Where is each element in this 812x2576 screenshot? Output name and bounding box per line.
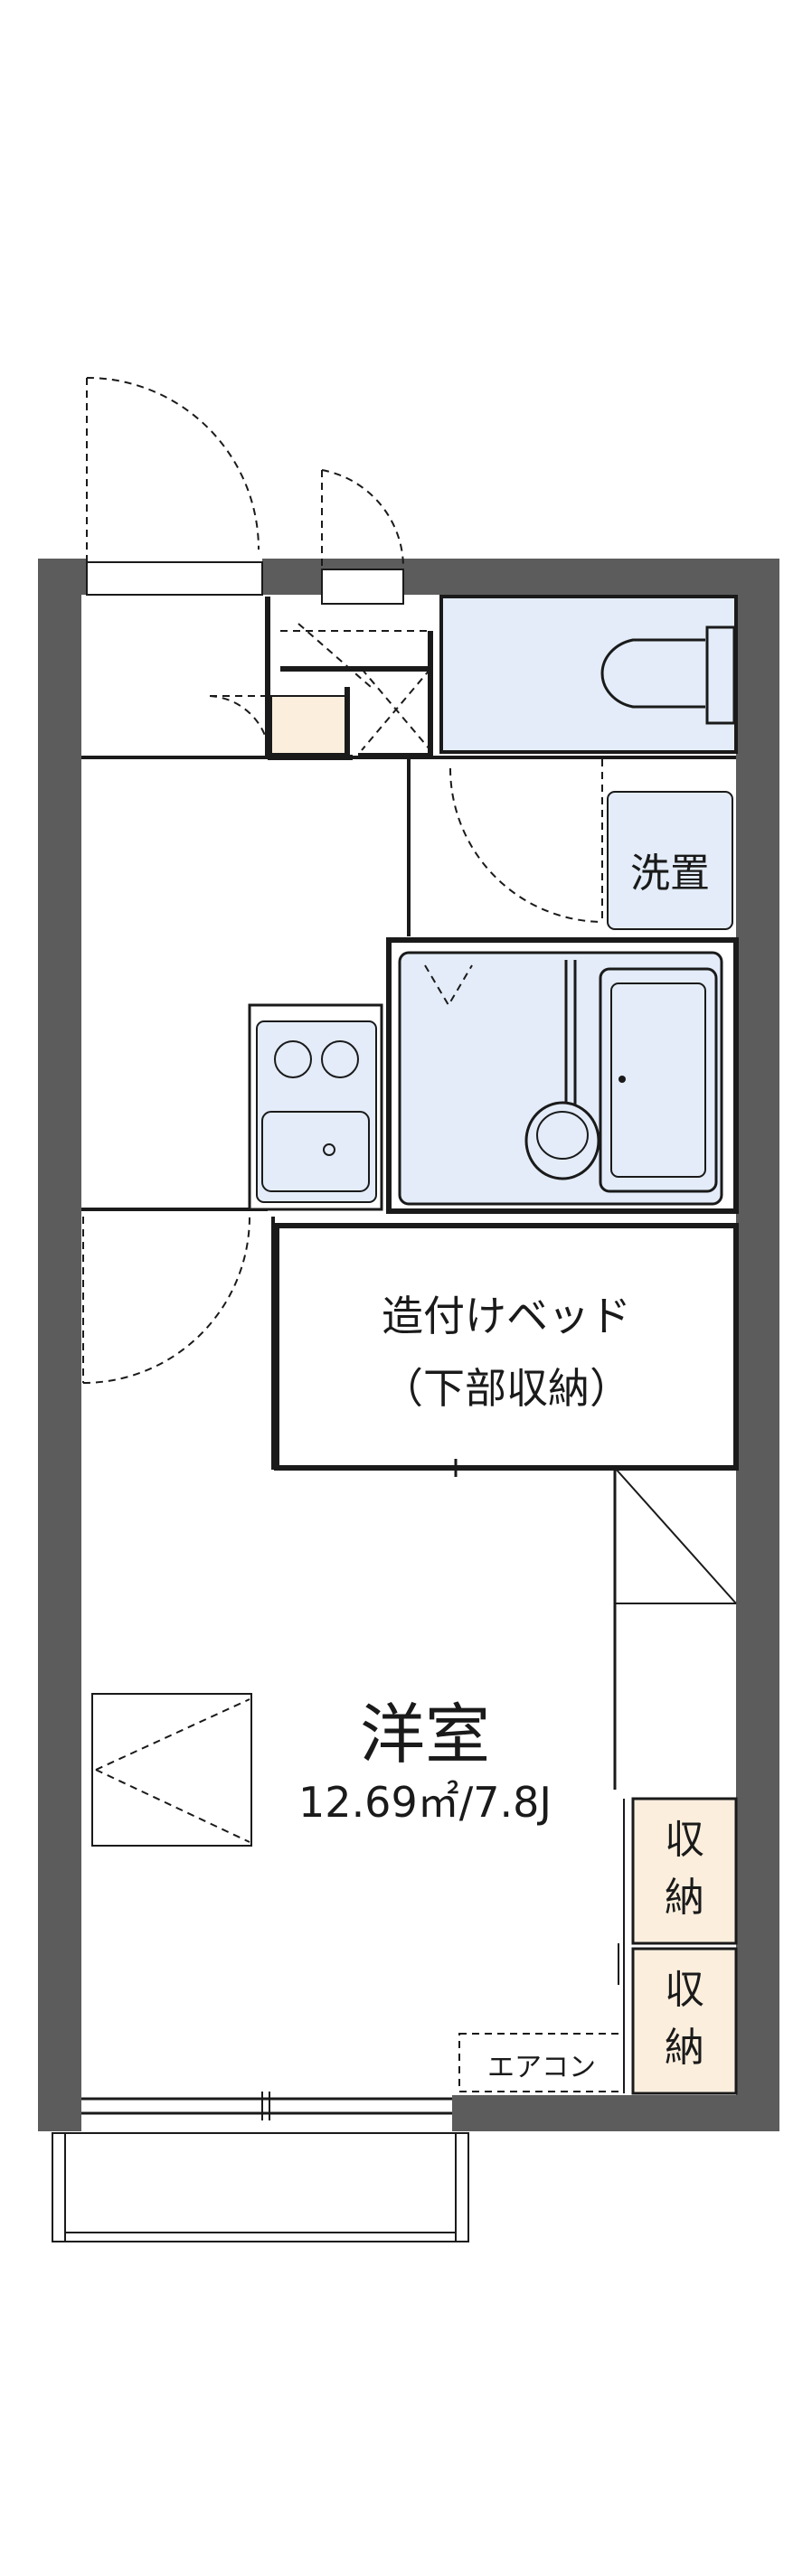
- room-name: 洋室: [359, 1697, 490, 1772]
- corridor-walls: [81, 756, 736, 1211]
- aircon-outline: [458, 2033, 625, 2092]
- storage2-label: 収 納: [633, 1961, 736, 2077]
- kitchen-counter: [248, 1003, 383, 1211]
- closet-area: [613, 1467, 737, 1790]
- washer-label: 洗置: [630, 851, 710, 897]
- utility-closet: [280, 623, 431, 751]
- bathroom-door-swing: [449, 759, 603, 923]
- storage1-label: 収 納: [633, 1811, 736, 1927]
- room-door-swing: [82, 1216, 250, 1384]
- storage2-char-2: 納: [665, 2025, 704, 2071]
- entry-door-swing: [209, 695, 270, 757]
- bathroom: [386, 937, 739, 1214]
- floor-furniture: [91, 1693, 252, 1847]
- storage1-char-1: 収: [665, 1817, 704, 1863]
- room-area: 12.69㎡/7.8J: [298, 1778, 552, 1827]
- storage-boxes: [618, 1797, 738, 2095]
- aircon-label: エアコン: [487, 2052, 596, 2083]
- bed-sublabel: （下部収納）: [382, 1364, 631, 1413]
- shoe-box: [270, 695, 346, 755]
- balcony: [52, 2092, 469, 2242]
- toilet-room: [439, 595, 738, 754]
- utility-door: [321, 469, 405, 605]
- washer-space: [607, 791, 733, 930]
- storage2-char-1: 収: [665, 1967, 704, 2013]
- bed-label: 造付けベッド: [382, 1292, 631, 1340]
- outer-walls: [38, 559, 779, 2131]
- storage1-char-2: 納: [665, 1875, 704, 1921]
- entrance-door: [86, 377, 263, 596]
- built-in-bed: [271, 1217, 739, 1477]
